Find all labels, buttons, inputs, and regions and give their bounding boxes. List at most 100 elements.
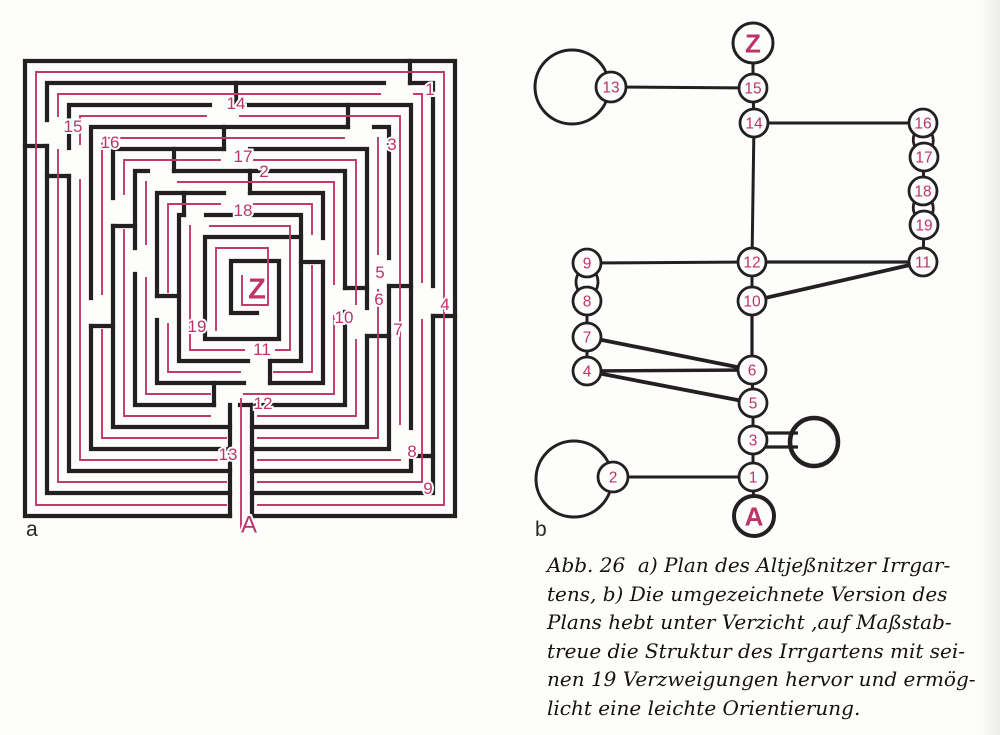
maze-junction-label-11: 11 (253, 340, 271, 359)
maze-junction-label-5: 5 (375, 263, 384, 282)
maze-wall-ring (154, 190, 326, 386)
graph-node-label-1: 1 (749, 470, 758, 487)
graph-edge-14-12 (750, 121, 756, 264)
maze-junction-label-9: 9 (423, 479, 432, 498)
maze-junction-label-15: 15 (64, 117, 83, 136)
graph-node-13 (594, 70, 628, 104)
maze-junction-label-17: 17 (234, 147, 253, 166)
maze-center-spiral (202, 234, 304, 342)
graph-node-label-16: 16 (914, 116, 931, 133)
graph-node-label-19: 19 (915, 218, 932, 235)
graph-node-label-12: 12 (743, 255, 760, 272)
graph-edge-9-12 (585, 260, 754, 265)
graph-node-label-3: 3 (749, 433, 758, 450)
maze-wall-ring (132, 168, 348, 408)
maze-junction-label-14: 14 (227, 94, 246, 113)
maze-junction-label-8: 8 (407, 442, 416, 461)
figure-caption: Abb. 26 a) Plan des Altjeßnitzer Irrgar-… (547, 551, 992, 722)
maze-wall-ring (44, 80, 436, 496)
maze-wall-ring (110, 146, 370, 430)
graph-node-label-11: 11 (915, 255, 931, 272)
graph-node-label-10: 10 (743, 294, 761, 311)
graph-node-label-18: 18 (914, 184, 931, 201)
maze-start-label: A (241, 512, 257, 539)
graph-node-Z (731, 21, 775, 65)
caption-line: tens, b) Die umgezeichnete Version des (547, 581, 948, 606)
graph-node-14 (738, 107, 770, 139)
maze-path-ring (167, 203, 313, 373)
graph-node-A (732, 494, 776, 538)
graph-node-label-9: 9 (583, 256, 592, 273)
graph-node-15 (737, 72, 769, 104)
maze-path-ring (35, 71, 445, 506)
graph-node-label-4: 4 (583, 364, 592, 381)
maze-junction-label-1: 1 (425, 80, 434, 99)
graph-node-label-2: 2 (609, 470, 618, 487)
maze-walls (22, 58, 458, 519)
graph-node-11 (907, 246, 939, 278)
graph-node-18 (907, 175, 939, 207)
graph-self-loops (533, 48, 841, 519)
caption-line: treue die Struktur des Irrgartens mit se… (547, 638, 965, 663)
graph-node-17 (908, 141, 940, 173)
graph-node-label-14: 14 (745, 116, 763, 133)
maze-junction-label-13: 13 (219, 445, 238, 464)
caption-line: licht eine leichte Orientierung. (547, 695, 861, 720)
caption-line: nen 19 Verzweigungen hervor und ermög- (547, 667, 976, 691)
graph-node-label-15: 15 (744, 81, 761, 98)
graph-node-label-8: 8 (583, 294, 592, 311)
maze-path-lines (35, 71, 445, 530)
graph-edge-7-6 (585, 335, 754, 372)
maze-path-ring (145, 181, 335, 395)
graph-edge-4-5 (585, 369, 755, 405)
graph-node-3 (737, 424, 769, 456)
graph-node-label-17: 17 (915, 150, 932, 167)
maze-junction-label-19: 19 (188, 317, 207, 336)
maze-path-ring (101, 137, 379, 439)
graph-self-loop-3 (787, 415, 841, 469)
graph-node-label-7: 7 (583, 330, 592, 347)
caption-line: Plans hebt unter Verzicht ,auf Maßstab- (547, 610, 952, 634)
graph-node-9 (571, 247, 603, 279)
graph-node-5 (737, 387, 769, 419)
graph-node-6 (736, 354, 768, 386)
graph-node-16 (907, 107, 939, 139)
maze-junction-label-12: 12 (254, 394, 273, 413)
panel-label-a: a (26, 518, 38, 541)
maze-path-ring (79, 115, 401, 461)
maze-wall-ring (88, 124, 392, 452)
graph-node-label-13: 13 (602, 80, 619, 97)
graph-edge-10-11 (750, 260, 925, 303)
graph-node-label-Z: Z (745, 28, 761, 58)
graph-node-label-A: A (745, 501, 764, 531)
panel-label-b: b (535, 518, 547, 541)
maze-wall-ring (66, 102, 414, 474)
maze-path-ring (189, 225, 291, 351)
maze-junction-label-3: 3 (387, 135, 396, 154)
maze-wall-ring (176, 212, 304, 364)
maze-path-ring (123, 159, 357, 417)
graph-node-4 (571, 355, 603, 387)
graph-node-12 (736, 246, 768, 278)
graph-node-8 (571, 285, 603, 317)
maze-wall-ring (22, 58, 458, 519)
graph-edge-4-6 (585, 368, 754, 373)
maze-goal-label: Z (248, 273, 266, 305)
maze-junction-label-16: 16 (101, 133, 120, 152)
maze-junction-label-2: 2 (259, 162, 268, 181)
graph-edge-13-15 (609, 85, 755, 90)
maze-junction-label-18: 18 (234, 201, 253, 220)
graph-node-2 (596, 460, 630, 494)
graph-node-1 (737, 461, 769, 493)
maze-path-extra (215, 247, 269, 331)
graph-self-loop-link-3 (762, 431, 798, 449)
caption-line: Abb. 26 a) Plan des Altjeßnitzer Irrgar- (547, 553, 951, 577)
maze-junction-label-4: 4 (440, 295, 449, 314)
graph-node-label-6: 6 (748, 363, 757, 380)
graph-node-7 (571, 321, 603, 353)
maze-junction-label-6: 6 (374, 290, 383, 309)
